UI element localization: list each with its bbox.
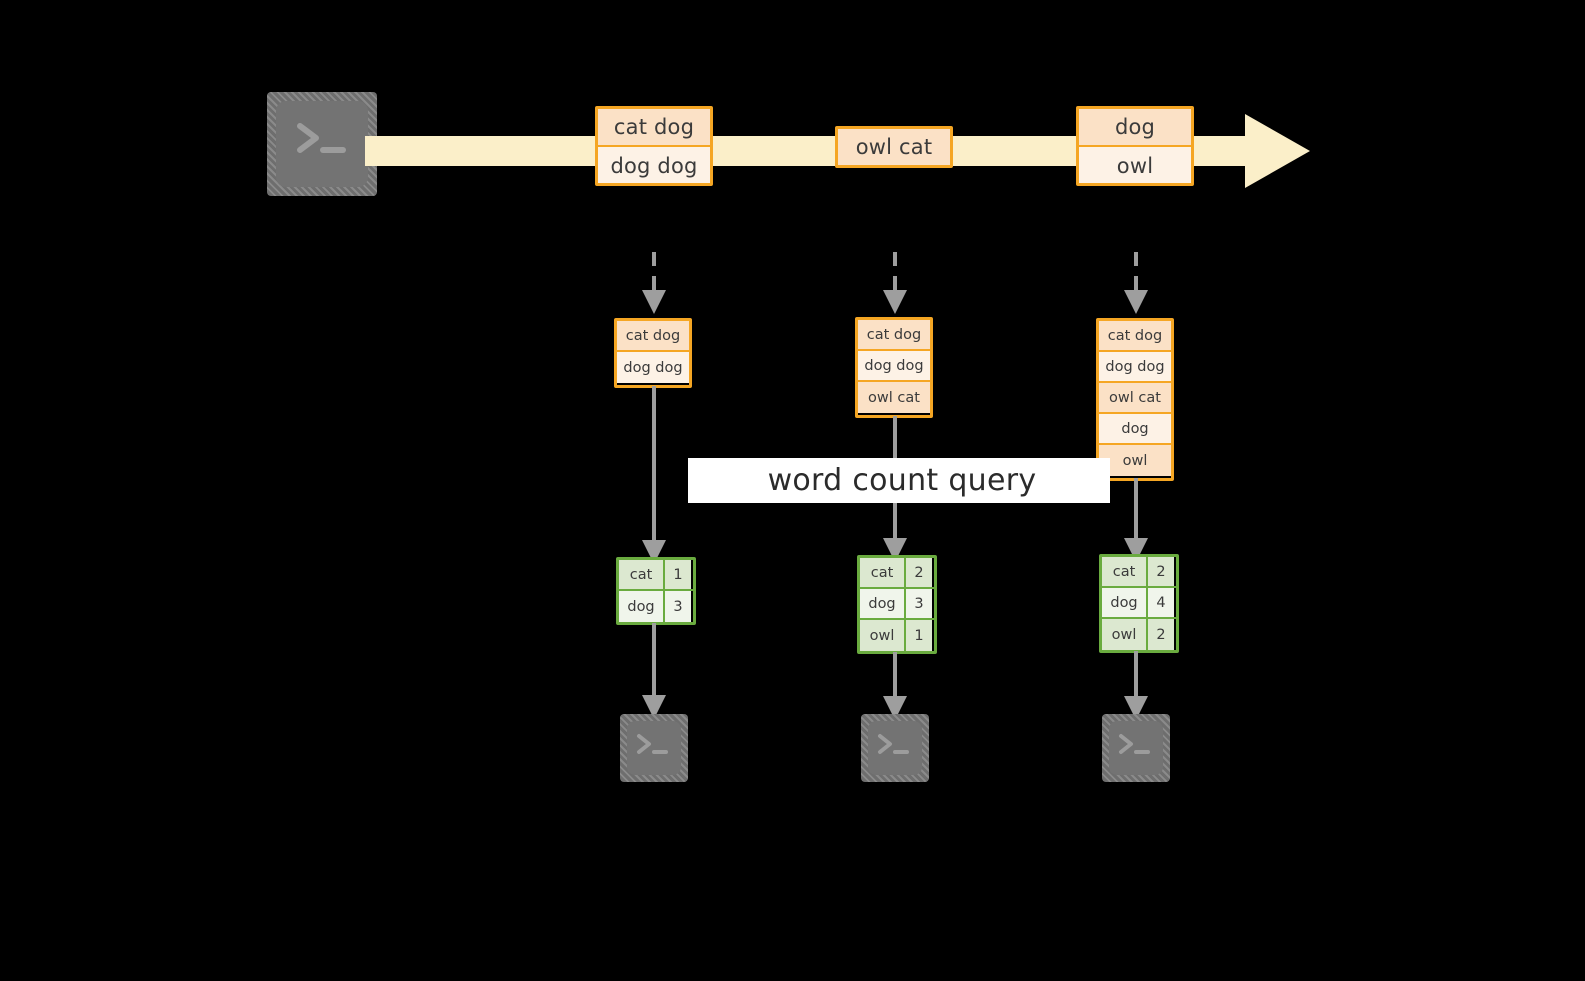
result-count: 1 — [906, 620, 932, 651]
result-count: 2 — [906, 558, 932, 587]
result-count: 3 — [906, 589, 932, 618]
dashed-connector-3 — [1124, 252, 1148, 314]
input-batch-3-line-2: owl — [1079, 147, 1191, 183]
input-batch-3: dog owl — [1076, 106, 1194, 186]
result-word: dog — [860, 589, 906, 618]
accumulated-3-row-1: cat dog — [1099, 321, 1171, 352]
source-terminal-icon — [267, 92, 377, 196]
accumulated-2-row-1: cat dog — [858, 320, 930, 351]
input-batch-2: owl cat — [835, 126, 953, 168]
result-word: dog — [619, 591, 665, 622]
result-count: 3 — [665, 591, 691, 622]
accumulated-1-row-1: cat dog — [617, 321, 689, 352]
accumulated-2-row-2: dog dog — [858, 351, 930, 382]
input-batch-1-line-2: dog dog — [598, 147, 710, 183]
query-connector-1 — [642, 386, 666, 564]
result-word: owl — [1102, 619, 1148, 650]
accumulated-3-row-4: dog — [1099, 414, 1171, 445]
terminal-screen — [627, 721, 681, 775]
accumulated-3-row-2: dog dog — [1099, 352, 1171, 383]
input-batch-2-line-1: owl cat — [838, 129, 950, 165]
result-table-1-row-2: dog 3 — [619, 591, 693, 622]
accumulated-stack-2: cat dog dog dog owl cat — [855, 317, 933, 418]
result-table-3-row-1: cat 2 — [1102, 557, 1176, 588]
accumulated-stack-3: cat dog dog dog owl cat dog owl — [1096, 318, 1174, 481]
dashed-connector-1 — [642, 252, 666, 314]
result-count: 2 — [1148, 619, 1174, 650]
terminal-screen — [868, 721, 922, 775]
result-table-3: cat 2 dog 4 owl 2 — [1099, 554, 1179, 653]
result-table-2-row-1: cat 2 — [860, 558, 934, 589]
accumulated-1-row-2: dog dog — [617, 352, 689, 383]
terminal-screen — [1109, 721, 1163, 775]
query-label-band: word count query — [688, 458, 1110, 503]
result-table-1-row-1: cat 1 — [619, 560, 693, 591]
sink-terminal-icon-3 — [1102, 714, 1170, 782]
input-batch-1-line-1: cat dog — [598, 109, 710, 147]
sink-terminal-icon-2 — [861, 714, 929, 782]
result-table-2: cat 2 dog 3 owl 1 — [857, 555, 937, 654]
result-word: owl — [860, 620, 906, 651]
result-table-1: cat 1 dog 3 — [616, 557, 696, 625]
result-table-2-row-2: dog 3 — [860, 589, 934, 620]
result-word: cat — [860, 558, 906, 587]
terminal-prompt-glyph — [637, 734, 668, 754]
input-batch-3-line-1: dog — [1079, 109, 1191, 147]
sink-connector-1 — [642, 623, 666, 719]
result-word: cat — [619, 560, 665, 589]
terminal-screen — [276, 101, 368, 187]
accumulated-stack-1: cat dog dog dog — [614, 318, 692, 388]
result-count: 1 — [665, 560, 691, 589]
sink-connector-2 — [883, 652, 907, 720]
query-connector-3 — [1124, 478, 1148, 562]
result-table-2-row-3: owl 1 — [860, 620, 934, 651]
result-count: 2 — [1148, 557, 1174, 586]
terminal-prompt-glyph — [878, 734, 909, 754]
terminal-prompt-glyph — [1119, 734, 1150, 754]
sink-connector-3 — [1124, 651, 1148, 720]
result-table-3-row-3: owl 2 — [1102, 619, 1176, 650]
accumulated-2-row-3: owl cat — [858, 382, 930, 413]
accumulated-3-row-5: owl — [1099, 445, 1171, 476]
result-word: dog — [1102, 588, 1148, 617]
result-word: cat — [1102, 557, 1148, 586]
input-batch-1: cat dog dog dog — [595, 106, 713, 186]
terminal-prompt-glyph — [297, 123, 346, 153]
dashed-connector-2 — [883, 252, 907, 314]
sink-terminal-icon-1 — [620, 714, 688, 782]
result-count: 4 — [1148, 588, 1174, 617]
accumulated-3-row-3: owl cat — [1099, 383, 1171, 414]
query-label: word count query — [767, 463, 1037, 498]
result-table-3-row-2: dog 4 — [1102, 588, 1176, 619]
